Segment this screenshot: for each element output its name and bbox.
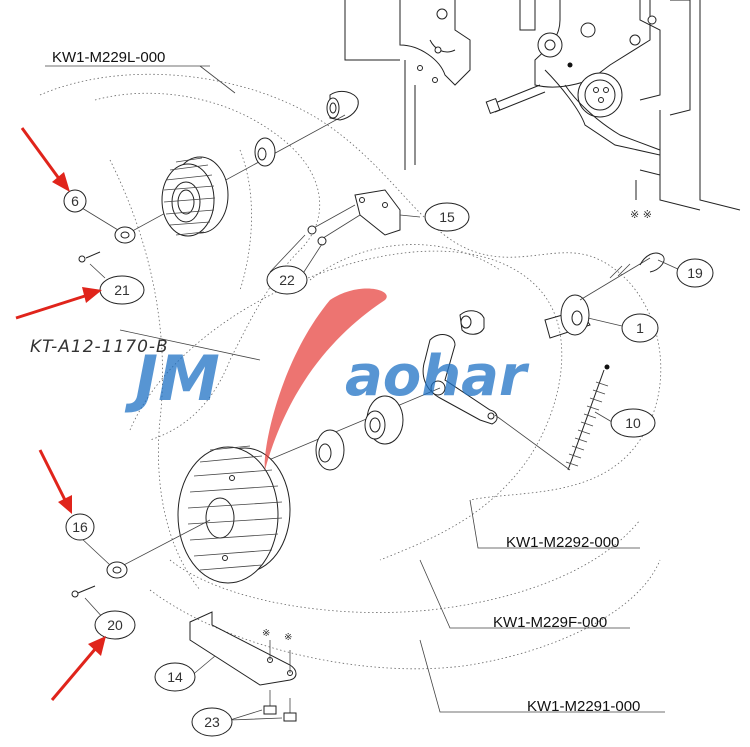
bracket-15-group — [307, 60, 416, 246]
assembly-labels: KW1-M229L-000 KT-A12-1170-B KW1-M2292-00… — [30, 49, 640, 715]
callouts: 6 21 15 22 19 1 10 16 — [63, 189, 714, 737]
label-kw1-m229f: KW1-M229F-000 — [493, 614, 607, 631]
bracket-14-group: ※ ※ — [189, 611, 297, 722]
label-kw1-m2291: KW1-M2291-000 — [527, 698, 640, 715]
callout-14: 14 — [154, 662, 196, 692]
red-arrows — [15, 127, 106, 701]
callout-1: 1 — [621, 313, 659, 343]
svg-text:22: 22 — [279, 272, 295, 288]
arrow-to-20 — [50, 636, 106, 701]
callout-20: 20 — [94, 610, 136, 640]
svg-text:21: 21 — [114, 282, 130, 298]
svg-text:20: 20 — [107, 617, 123, 633]
callout-15: 15 — [424, 202, 470, 232]
frame-plate: ※ ※ — [344, 0, 741, 221]
leader-lines — [45, 65, 681, 721]
lower-timing-pulley — [177, 445, 291, 584]
svg-text:1: 1 — [636, 320, 644, 336]
svg-text:15: 15 — [439, 209, 455, 225]
svg-text:※ ※: ※ ※ — [630, 208, 652, 221]
svg-text:6: 6 — [71, 193, 79, 209]
callout-6: 6 — [63, 189, 87, 213]
upper-timing-pulley — [161, 156, 229, 237]
callout-19: 19 — [676, 258, 714, 288]
watermark-logo: JM aohar — [124, 288, 530, 470]
svg-text:14: 14 — [167, 669, 183, 685]
svg-text:19: 19 — [687, 265, 703, 281]
callout-16: 16 — [65, 513, 95, 541]
svg-text:※: ※ — [284, 632, 292, 643]
arrow-to-6 — [20, 127, 70, 192]
lever-and-spring-group — [244, 252, 665, 471]
callout-21: 21 — [99, 275, 145, 305]
svg-text:10: 10 — [625, 415, 641, 431]
spring — [565, 364, 610, 471]
callout-22: 22 — [266, 265, 308, 295]
label-kw1-m2292: KW1-M2292-000 — [506, 534, 619, 551]
label-kw1-m229l: KW1-M229L-000 — [52, 49, 165, 66]
svg-text:JM: JM — [124, 342, 220, 415]
callout-10: 10 — [610, 408, 656, 438]
svg-text:16: 16 — [72, 519, 88, 535]
assembly-outlines — [39, 73, 662, 670]
upper-pulley-assembly — [78, 90, 359, 263]
arrow-to-21 — [15, 287, 102, 320]
label-kt-a12: KT-A12-1170-B — [30, 337, 169, 357]
arrow-to-16 — [38, 449, 72, 514]
callout-23: 23 — [191, 707, 233, 737]
lower-pulley-assembly — [71, 395, 404, 598]
svg-text:※: ※ — [262, 628, 270, 639]
svg-text:23: 23 — [204, 714, 220, 730]
screw-hole — [436, 8, 448, 20]
svg-text:aohar: aohar — [345, 344, 530, 409]
